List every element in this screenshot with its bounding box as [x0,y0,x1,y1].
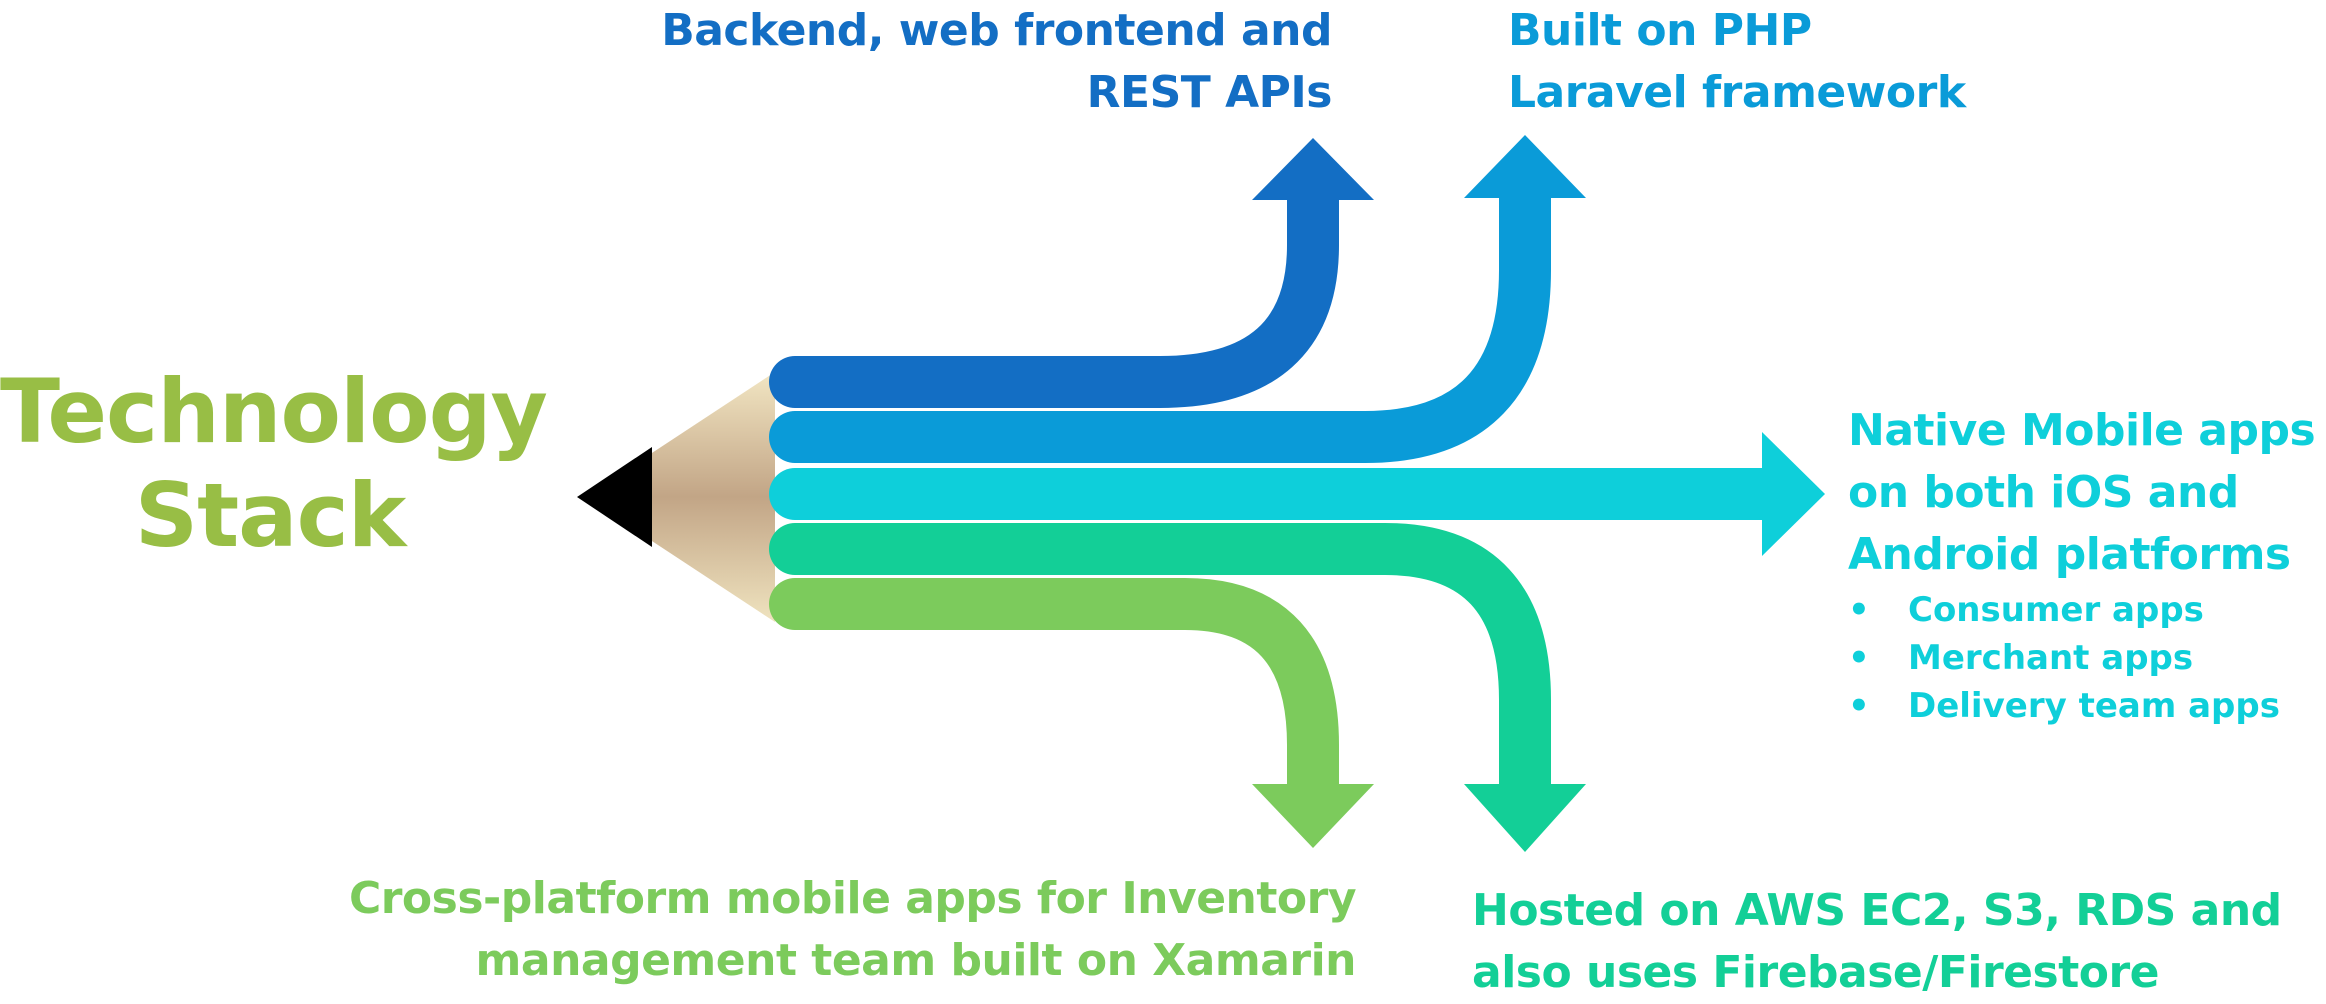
bullet-icon: • [1848,686,1870,726]
label-backend: Backend, web frontend and REST APIs [661,0,1332,124]
title-line-2: Stack [134,464,407,567]
arrowhead-backend [1252,138,1374,200]
label-xamarin-line-1: Cross-platform mobile apps for Inventory [348,873,1357,924]
label-aws-line-1: Hosted on AWS EC2, S3, RDS and [1472,885,2282,936]
label-xamarin: Cross-platform mobile apps for Inventory… [348,868,1357,992]
label-native: Native Mobile apps on both iOS and Andro… [1848,400,2316,586]
arrowhead-xamarin [1252,784,1374,848]
list-item: •Consumer apps [1848,586,2280,634]
label-aws: Hosted on AWS EC2, S3, RDS and also uses… [1472,880,2282,1004]
label-php-line-2: Laravel framework [1508,67,1966,118]
label-php: Built on PHP Laravel framework [1508,0,1966,124]
list-item: •Delivery team apps [1848,682,2280,730]
branch-arrow-backend [769,174,1339,408]
label-php-line-1: Built on PHP [1508,5,1812,56]
label-xamarin-line-2: management team built on Xamarin [475,935,1357,986]
branch-arrow-aws [769,523,1551,810]
list-item: •Merchant apps [1848,634,2280,682]
branch-arrow-xamarin [769,578,1339,810]
native-bullet-list: •Consumer apps •Merchant apps •Delivery … [1848,586,2280,730]
bullet-icon: • [1848,590,1870,630]
title-line-1: Technology [0,360,548,463]
pencil-wood-tip [585,372,775,622]
label-native-line-1: Native Mobile apps [1848,405,2316,456]
pencil-lead-tip [577,447,652,547]
bullet-icon: • [1848,638,1870,678]
branch-arrow-php [769,172,1551,463]
label-native-line-3: Android platforms [1848,529,2291,580]
label-backend-line-2: REST APIs [1086,67,1333,118]
label-backend-line-1: Backend, web frontend and [661,5,1332,56]
arrowhead-php [1464,135,1586,198]
arrowhead-native [1762,432,1825,556]
arrowhead-aws [1464,784,1586,852]
diagram-title: Technology Stack [0,360,548,568]
label-native-line-2: on both iOS and [1848,467,2239,518]
label-aws-line-2: also uses Firebase/Firestore [1472,947,2160,998]
